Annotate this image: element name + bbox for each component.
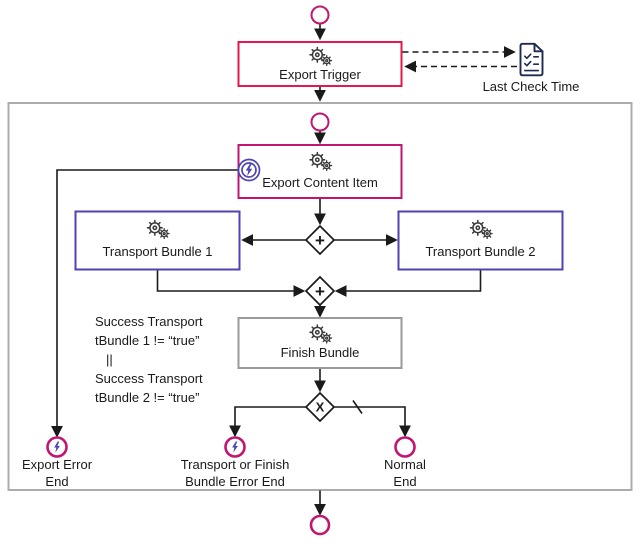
start-event-top[interactable] [310,5,330,25]
data-object-label: Last Check Time [483,79,580,94]
end-event-final[interactable] [309,514,331,536]
gateway-symbol: X [316,400,325,415]
task-label: Export Content Item [262,175,378,190]
end-event-label: Export Error [22,457,93,472]
flow-bundle2-to-join [334,270,482,297]
default-flow-marker [352,400,363,414]
boundary-error-event[interactable] [237,158,261,182]
exclusive-gateway[interactable]: X [304,391,336,423]
end-event-label: End [393,474,416,489]
condition-annotation: Success Transport tBundle 1 != “true” ||… [95,314,203,405]
task-transport-bundle-2[interactable]: Transport Bundle 2 [397,210,564,271]
flow-bundle1-to-join [156,270,306,297]
gateway-symbol: + [315,282,325,301]
condition-line: tBundle 1 != “true” [95,333,199,348]
start-event-inner[interactable] [310,112,330,132]
condition-line: Success Transport [95,314,203,329]
end-event-label: Bundle Error End [185,474,285,489]
end-event-normal[interactable] [394,436,416,458]
task-label: Finish Bundle [281,345,360,360]
task-label: Transport Bundle 2 [425,244,535,259]
condition-line: tBundle 2 != “true” [95,390,199,405]
parallel-join-gateway[interactable]: + [304,275,336,307]
task-export-trigger[interactable]: Export Trigger [237,41,403,87]
end-event-label: End [45,474,68,489]
task-export-content-item[interactable]: Export Content Item [237,144,403,199]
end-event-label: Normal [384,457,426,472]
parallel-split-gateway[interactable]: + [304,224,336,256]
task-label: Export Trigger [279,67,361,82]
condition-line: || [106,352,113,367]
sequence-flows [51,24,517,516]
task-finish-bundle[interactable]: Finish Bundle [237,317,403,369]
task-label: Transport Bundle 1 [102,244,212,259]
flow-boundary-to-error-end [51,169,239,438]
flow-exclusive-to-transport-error [229,406,306,438]
condition-line: Success Transport [95,371,203,386]
end-event-transport-error[interactable] [224,436,246,458]
end-event-export-error[interactable] [46,436,68,458]
task-transport-bundle-1[interactable]: Transport Bundle 1 [74,210,241,271]
end-event-label: Transport or Finish [181,457,290,472]
checklist-document-icon [519,42,544,77]
gateway-symbol: + [315,231,325,250]
